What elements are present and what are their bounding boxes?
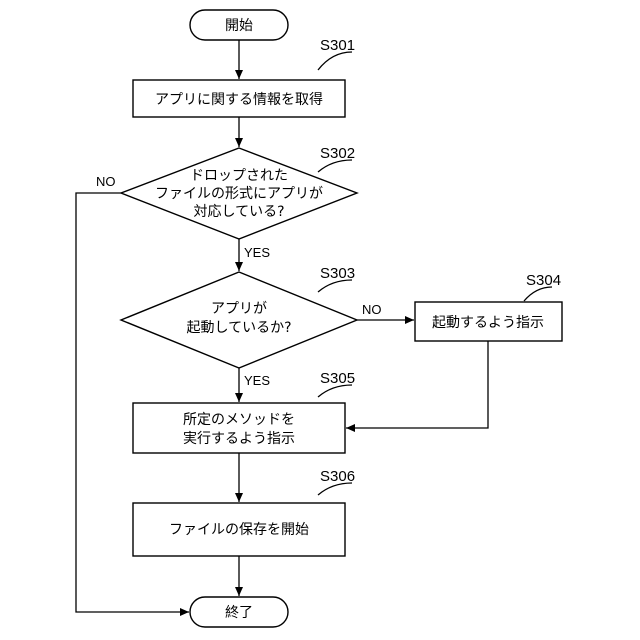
s305-line-1: 所定のメソッドを <box>183 412 295 428</box>
s302-line-1: ドロップされた <box>190 168 288 184</box>
decision-s303: S303 アプリが 起動しているか? <box>121 265 357 368</box>
s302-id: S302 <box>320 145 355 162</box>
end-terminal: 終了 <box>190 597 288 627</box>
process-s306: S306 ファイルの保存を開始 <box>133 468 355 556</box>
arrow-s304-to-s305 <box>346 341 488 428</box>
s304-label: 起動するよう指示 <box>432 315 544 331</box>
process-s301: S301 アプリに関する情報を取得 <box>133 37 355 117</box>
s301-leader <box>318 52 352 70</box>
start-label: 開始 <box>225 18 253 34</box>
s301-label: アプリに関する情報を取得 <box>155 91 323 108</box>
s303-line-2: 起動しているか? <box>186 320 291 336</box>
decision-s302: S302 ドロップされた ファイルの形式にアプリが 対応している? <box>121 145 357 239</box>
s302-line-2: ファイルの形式にアプリが <box>155 186 323 202</box>
start-terminal: 開始 <box>190 10 288 40</box>
end-label: 終了 <box>225 605 253 621</box>
s304-id: S304 <box>526 272 561 289</box>
s304-leader <box>524 287 552 301</box>
s302-yes-label: YES <box>244 245 270 260</box>
s303-id: S303 <box>320 265 355 282</box>
process-s304: S304 起動するよう指示 <box>415 272 562 341</box>
s305-id: S305 <box>320 370 355 387</box>
s303-yes-label: YES <box>244 373 270 388</box>
s303-line-1: アプリが <box>211 301 267 317</box>
s301-id: S301 <box>320 37 355 54</box>
s305-line-2: 実行するよう指示 <box>183 431 295 447</box>
s306-id: S306 <box>320 468 355 485</box>
s302-no-label: NO <box>96 174 116 189</box>
s302-line-3: 対応している? <box>193 204 284 220</box>
s303-no-label: NO <box>362 302 382 317</box>
s306-label: ファイルの保存を開始 <box>169 522 309 538</box>
